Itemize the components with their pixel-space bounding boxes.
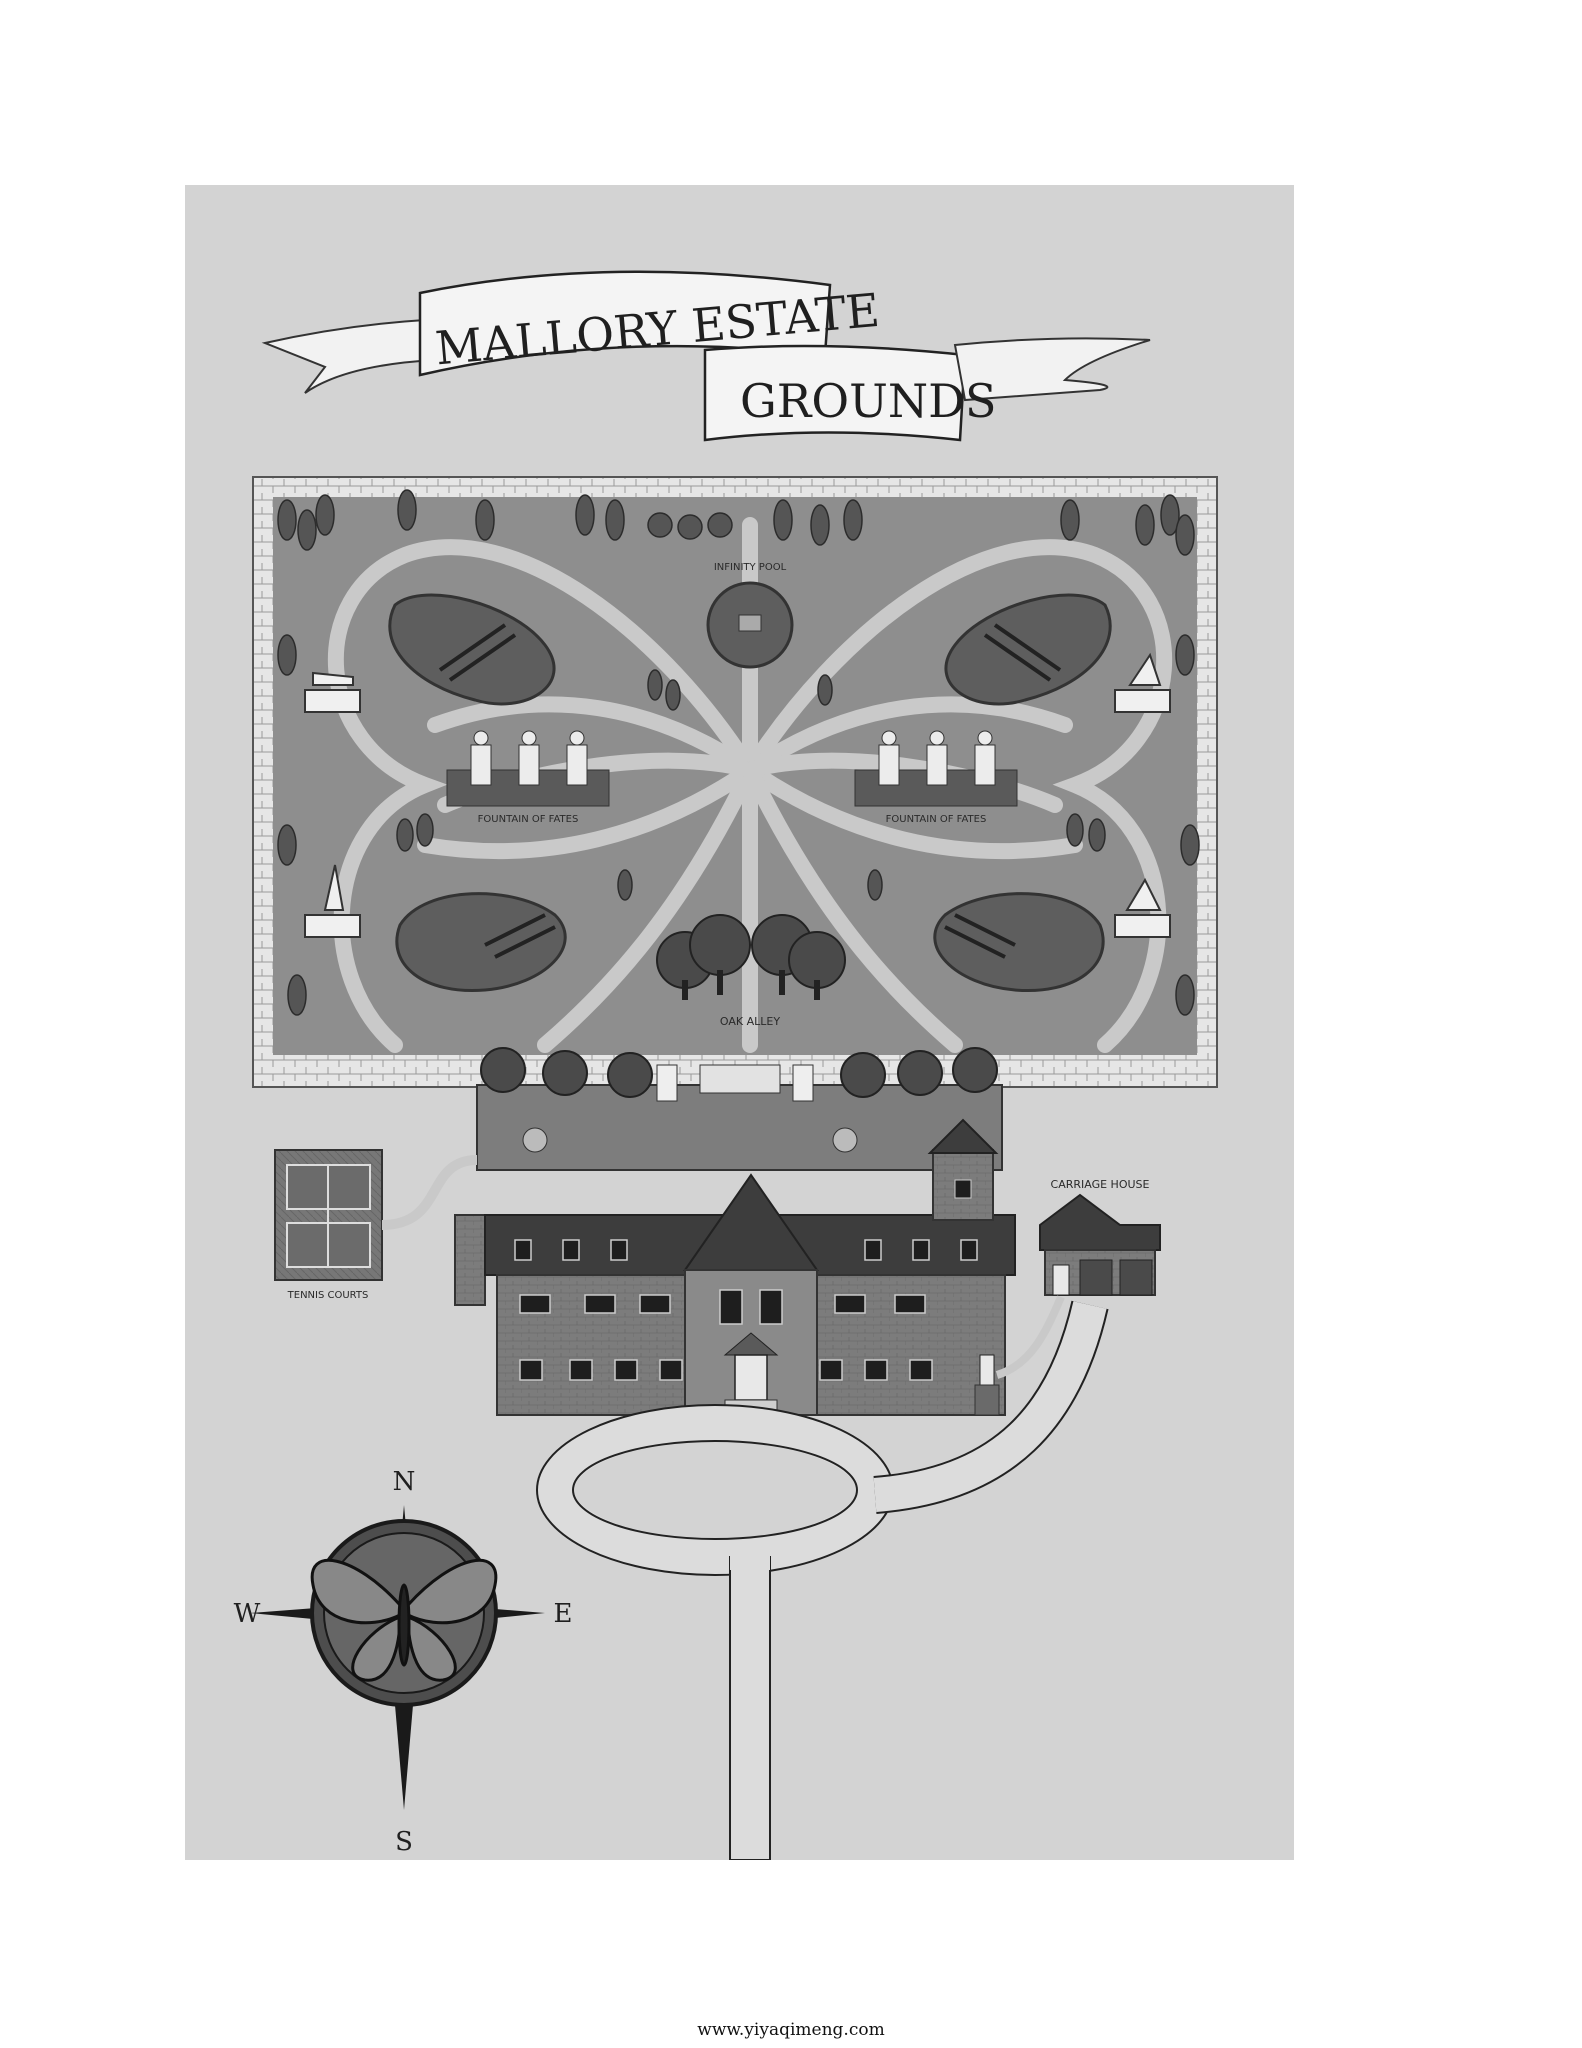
banner-title-line2: GROUNDS (740, 374, 997, 428)
pond-sw (395, 892, 567, 993)
banner-ribbon-bottom (703, 344, 967, 442)
terrace (476, 1047, 1003, 1171)
carriage-house: CARRIAGE HOUSE (995, 1178, 1161, 1379)
bridges (438, 623, 1062, 959)
mansion-windows (514, 1239, 978, 1381)
fountain-left-label: FOUNTAIN OF FATES (478, 814, 579, 825)
statues (304, 652, 1171, 938)
stag-statue-nw (304, 689, 361, 713)
compass-east: E (554, 1599, 573, 1629)
pond-se (933, 892, 1105, 993)
front-door (734, 1354, 768, 1401)
trees (277, 489, 1200, 1016)
fountain-right-label: FOUNTAIN OF FATES (886, 814, 987, 825)
tennis-courts: TENNIS COURTS (274, 1149, 478, 1301)
oak-alley: OAK ALLEY (656, 914, 846, 1028)
butterfly-icon (310, 1558, 498, 1682)
stag-statue-ne (1114, 689, 1171, 713)
compass-north: N (393, 1467, 416, 1497)
archer-statue-sw (304, 914, 361, 938)
infinity-pool-label: INFINITY POOL (714, 562, 787, 573)
mansion (454, 1118, 1016, 1417)
compass-rose: N S E W (234, 1467, 573, 1857)
compass-south: S (395, 1827, 413, 1857)
carriage-house-label: CARRIAGE HOUSE (1051, 1178, 1150, 1191)
ponds (388, 593, 1112, 993)
compass-west: W (234, 1599, 261, 1629)
fountain-of-fates-right: FOUNTAIN OF FATES (854, 730, 1018, 825)
infinity-pool: INFINITY POOL (706, 562, 794, 669)
estate-map: MALLORY ESTATE GROUNDS INFINITY POOL (234, 270, 1218, 1860)
fountain-of-fates-left: FOUNTAIN OF FATES (446, 730, 610, 825)
driveway (536, 1300, 1109, 1860)
map-panel: MALLORY ESTATE GROUNDS INFINITY POOL (185, 185, 1294, 1860)
tennis-courts-label: TENNIS COURTS (287, 1290, 369, 1301)
title-banner: MALLORY ESTATE GROUNDS (261, 270, 1151, 442)
oak-alley-label: OAK ALLEY (720, 1015, 780, 1028)
deer-statue-se (1114, 914, 1171, 938)
garden-grounds: INFINITY POOL FOUNTAIN OF FATES (252, 476, 1218, 1088)
watermark-footer: www.yiyaqimeng.com (697, 2020, 885, 2040)
